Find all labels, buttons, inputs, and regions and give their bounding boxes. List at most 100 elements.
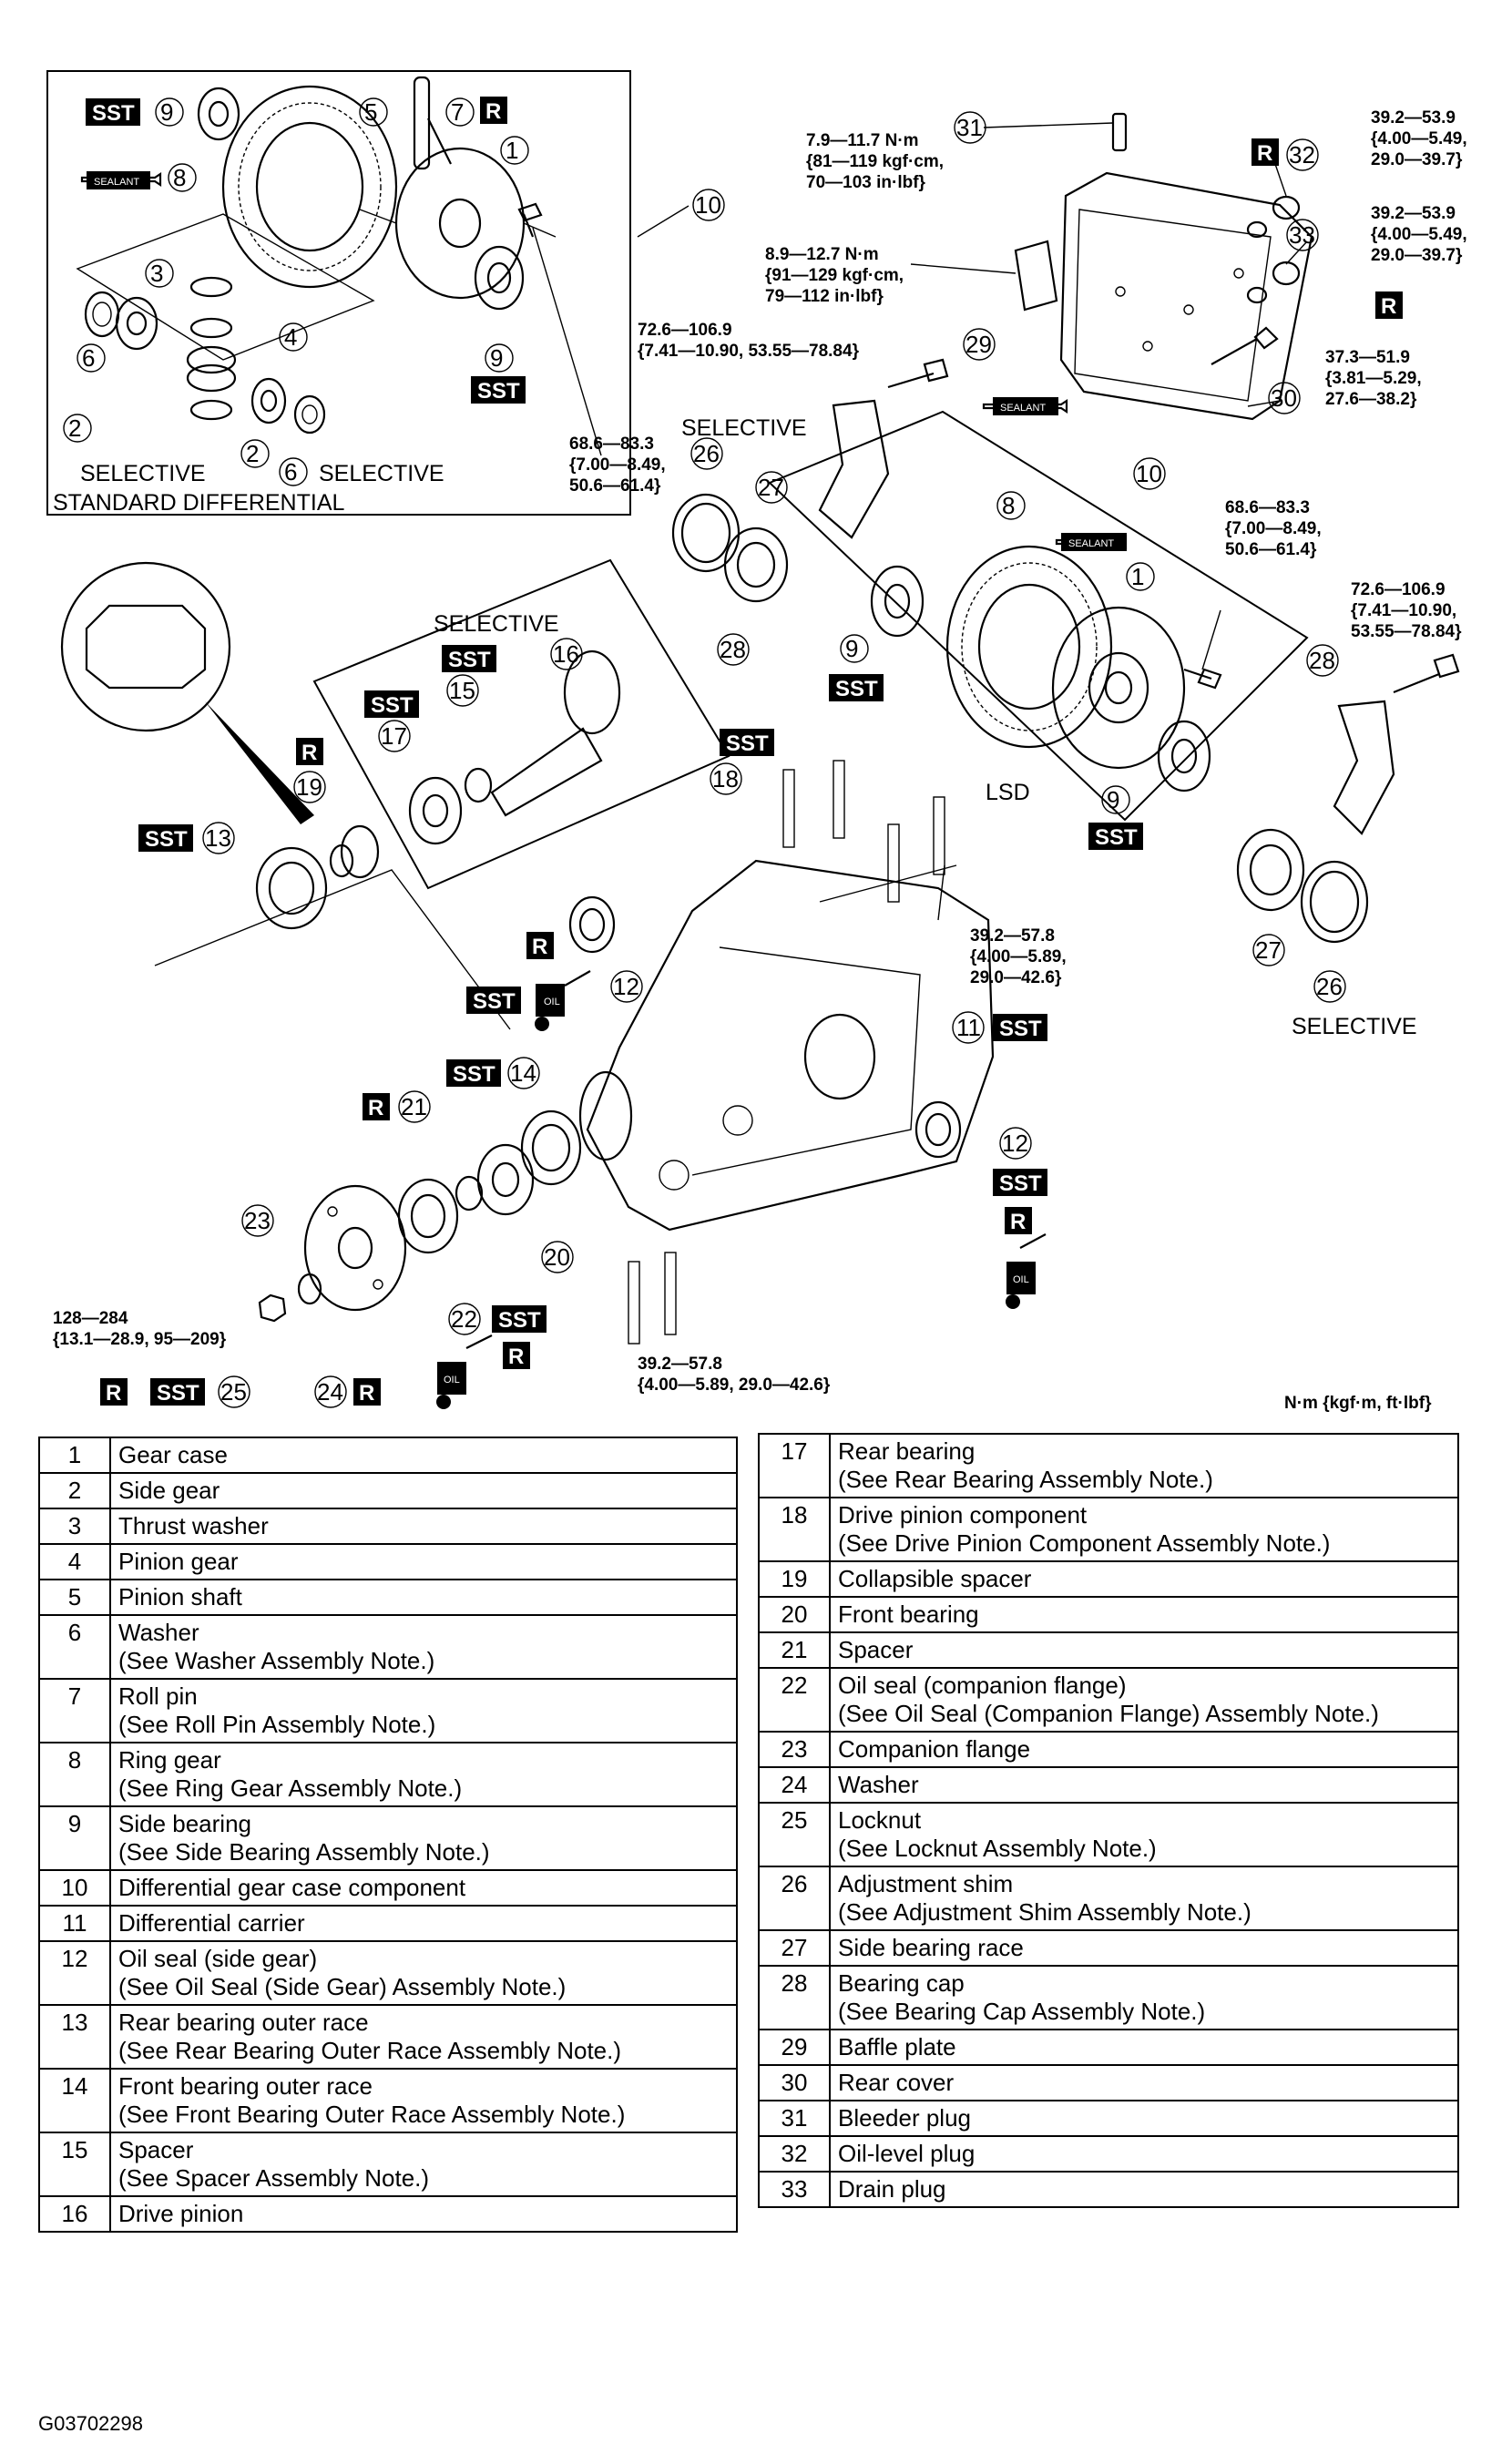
- part-name: Thrust washer: [118, 1512, 269, 1539]
- callout-27: 27: [1252, 934, 1285, 966]
- part-name: Bleeder plug: [838, 2104, 971, 2132]
- svg-text:SST: SST: [999, 1017, 1042, 1041]
- part-name: Gear case: [118, 1441, 228, 1468]
- units-note: N·m {kgf·m, ft·lbf}: [1284, 1394, 1432, 1413]
- table-row: 24 Washer: [758, 1766, 1459, 1804]
- part-name: Differential gear case component: [118, 1874, 466, 1901]
- part-number: 21: [758, 1631, 831, 1669]
- ring-gear-bolt-std: [517, 202, 543, 238]
- svg-text:R: R: [1257, 141, 1272, 166]
- ring-gear-std: [221, 85, 398, 289]
- part-name: Spacer: [118, 2136, 194, 2163]
- collapsible-spacer-inset: [60, 561, 314, 824]
- part-number: 24: [758, 1766, 831, 1804]
- svg-text:R: R: [301, 741, 317, 765]
- part-description: Differential gear case component: [109, 1869, 738, 1907]
- svg-text:SST: SST: [473, 989, 516, 1014]
- svg-text:9: 9: [1107, 786, 1119, 813]
- oil-label: OIL: [444, 1375, 460, 1385]
- part-description: Drive pinion: [109, 2195, 738, 2233]
- part-name: Oil seal (side gear): [118, 1945, 318, 1972]
- part-description: Rear bearing outer race(See Rear Bearing…: [109, 2004, 738, 2070]
- svg-text:39.2—53.9: 39.2—53.9: [1371, 204, 1456, 223]
- svg-text:SEALANT: SEALANT: [1000, 403, 1046, 414]
- badge-r: R: [353, 1378, 381, 1406]
- callout-2: 2: [63, 414, 92, 443]
- callout-12: 12: [999, 1127, 1032, 1160]
- part-description: Gear case: [109, 1437, 738, 1474]
- part-note: (See Ring Gear Assembly Note.): [118, 1774, 463, 1802]
- callout-18: 18: [710, 762, 742, 795]
- part-name: Oil seal (companion flange): [838, 1672, 1127, 1699]
- exploded-view-diagram: OIL OIL OIL SST R SEALANT SST R R SEALAN…: [46, 70, 1467, 1413]
- part-name: Front bearing: [838, 1600, 979, 1628]
- badge-sst: SST: [720, 729, 774, 756]
- svg-text:8.9—12.7 N·m: 8.9—12.7 N·m: [765, 245, 879, 264]
- badge-sst: SST: [364, 690, 419, 718]
- svg-text:26: 26: [693, 440, 720, 467]
- svg-text:8: 8: [173, 164, 186, 191]
- part-number: 17: [758, 1433, 831, 1498]
- svg-text:26: 26: [1316, 973, 1343, 1000]
- part-note: (See Adjustment Shim Assembly Note.): [838, 1898, 1251, 1926]
- selective-label: SELECTIVE: [319, 461, 444, 486]
- badge-sst: SST: [446, 1059, 501, 1087]
- svg-text:70—103 in·lbf}: 70—103 in·lbf}: [806, 173, 926, 192]
- callout-6: 6: [77, 343, 106, 373]
- svg-text:{3.81—5.29,: {3.81—5.29,: [1325, 369, 1422, 388]
- callout-10: 10: [692, 189, 725, 221]
- svg-text:1: 1: [506, 137, 518, 164]
- part-name: Drain plug: [838, 2175, 946, 2203]
- svg-text:14: 14: [510, 1059, 536, 1087]
- callout-31: 31: [954, 111, 986, 144]
- oil-label: OIL: [544, 997, 560, 1007]
- oil-level-plug: [1246, 195, 1301, 239]
- part-name: Washer: [838, 1771, 919, 1798]
- callout-26: 26: [690, 437, 723, 470]
- svg-text:25: 25: [220, 1378, 247, 1406]
- callout-6: 6: [279, 457, 308, 486]
- part-number: 12: [38, 1940, 111, 2006]
- callout-20: 20: [541, 1241, 574, 1273]
- gear-case-lsd: [1051, 606, 1186, 770]
- svg-text:SST: SST: [448, 648, 491, 672]
- callout-28: 28: [1306, 644, 1339, 677]
- svg-text:R: R: [532, 935, 547, 959]
- svg-text:10: 10: [1136, 460, 1162, 487]
- svg-text:19: 19: [296, 773, 322, 801]
- oil-can-lower-icon: OIL: [436, 1334, 493, 1409]
- svg-text:68.6—83.3: 68.6—83.3: [1225, 498, 1310, 517]
- part-name: Adjustment shim: [838, 1870, 1014, 1897]
- front-bearing: [476, 1143, 535, 1216]
- svg-text:SST: SST: [726, 731, 769, 756]
- bearing-cap-upper: [818, 399, 890, 539]
- part-number: 14: [38, 2068, 111, 2133]
- part-name: Drive pinion component: [838, 1501, 1088, 1529]
- side-gear-right-std: [250, 377, 287, 424]
- callout-32: 32: [1286, 138, 1319, 171]
- svg-text:SST: SST: [157, 1381, 199, 1406]
- part-description: Thrust washer: [109, 1508, 738, 1545]
- torque-ring-gear-std: 68.6—83.3 {7.00—8.49, 50.6—61.4}: [569, 435, 666, 496]
- badge-r: R: [296, 738, 323, 765]
- part-description: Drive pinion component(See Drive Pinion …: [829, 1497, 1459, 1562]
- part-description: Spacer(See Spacer Assembly Note.): [109, 2132, 738, 2197]
- callout-9: 9: [1101, 785, 1130, 814]
- svg-text:7: 7: [451, 98, 464, 126]
- part-description: Side gear: [109, 1472, 738, 1509]
- companion-flange: [303, 1184, 407, 1312]
- part-description: Bleeder plug: [829, 2100, 1459, 2137]
- part-description: Bearing cap(See Bearing Cap Assembly Not…: [829, 1965, 1459, 2030]
